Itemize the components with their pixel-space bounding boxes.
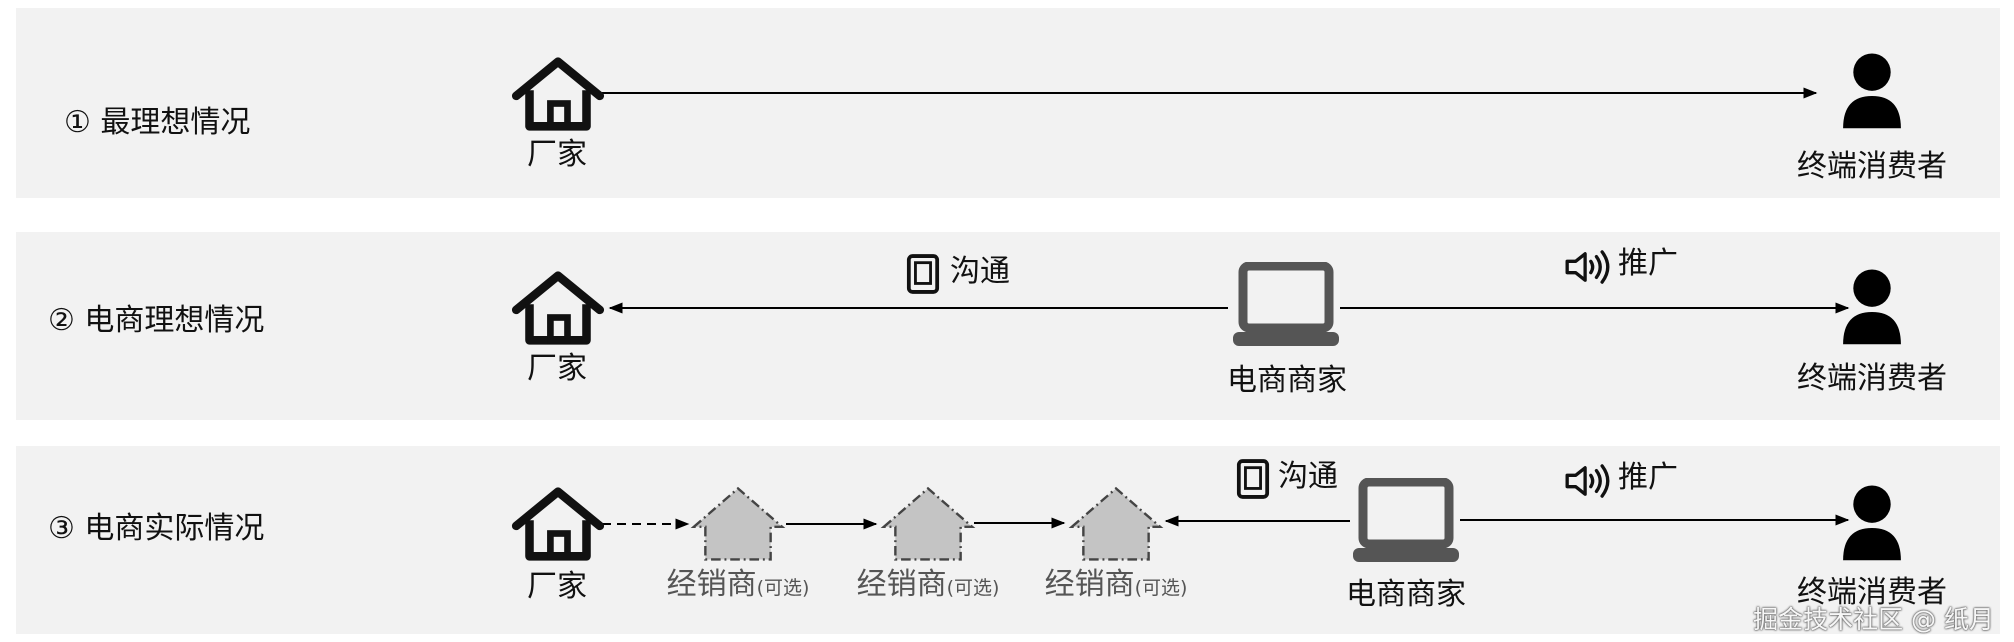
laptop-icon: [1230, 262, 1342, 352]
factory-label: 厂家: [527, 137, 587, 172]
promote-label: 推广: [1618, 460, 1678, 495]
row-label: ① 最理想情况: [64, 105, 251, 140]
laptop-icon: [1350, 478, 1462, 568]
promote-label: 推广: [1618, 246, 1678, 281]
row-label: ③ 电商实际情况: [48, 511, 265, 546]
row-label: ② 电商理想情况: [48, 303, 265, 338]
row-ecommerce-ideal-panel: [16, 232, 2000, 420]
speaker-icon: [1564, 250, 1610, 284]
consumer-label: 终端消费者: [1797, 361, 1947, 396]
factory-house-icon: [510, 56, 606, 132]
communicate-label: 沟通: [950, 254, 1010, 289]
tablet-icon: [1236, 458, 1270, 500]
consumer-person-icon: [1838, 478, 1906, 566]
row-ecommerce-actual-panel: [16, 446, 2000, 634]
consumer-label: 终端消费者: [1797, 149, 1947, 184]
row-ideal-panel: [16, 8, 2000, 198]
dealer-house-icon: [1068, 484, 1164, 562]
communicate-label: 沟通: [1278, 459, 1338, 494]
consumer-label: 终端消费者: [1797, 575, 1947, 610]
consumer-person-icon: [1838, 46, 1906, 134]
dealer-label: 经销商(可选): [856, 567, 1000, 602]
dealer-label: 经销商(可选): [1044, 567, 1188, 602]
factory-label: 厂家: [527, 569, 587, 604]
consumer-person-icon: [1838, 262, 1906, 350]
speaker-icon: [1564, 464, 1610, 498]
factory-house-icon: [510, 270, 606, 346]
factory-label: 厂家: [527, 351, 587, 386]
dealer-house-icon: [690, 484, 786, 562]
dealer-house-icon: [880, 484, 976, 562]
tablet-icon: [906, 253, 940, 295]
watermark: 掘金技术社区 @ 纸月: [1753, 605, 1994, 634]
merchant-label: 电商商家: [1346, 577, 1466, 612]
dealer-label: 经销商(可选): [666, 567, 810, 602]
merchant-label: 电商商家: [1227, 363, 1347, 398]
factory-house-icon: [510, 486, 606, 562]
